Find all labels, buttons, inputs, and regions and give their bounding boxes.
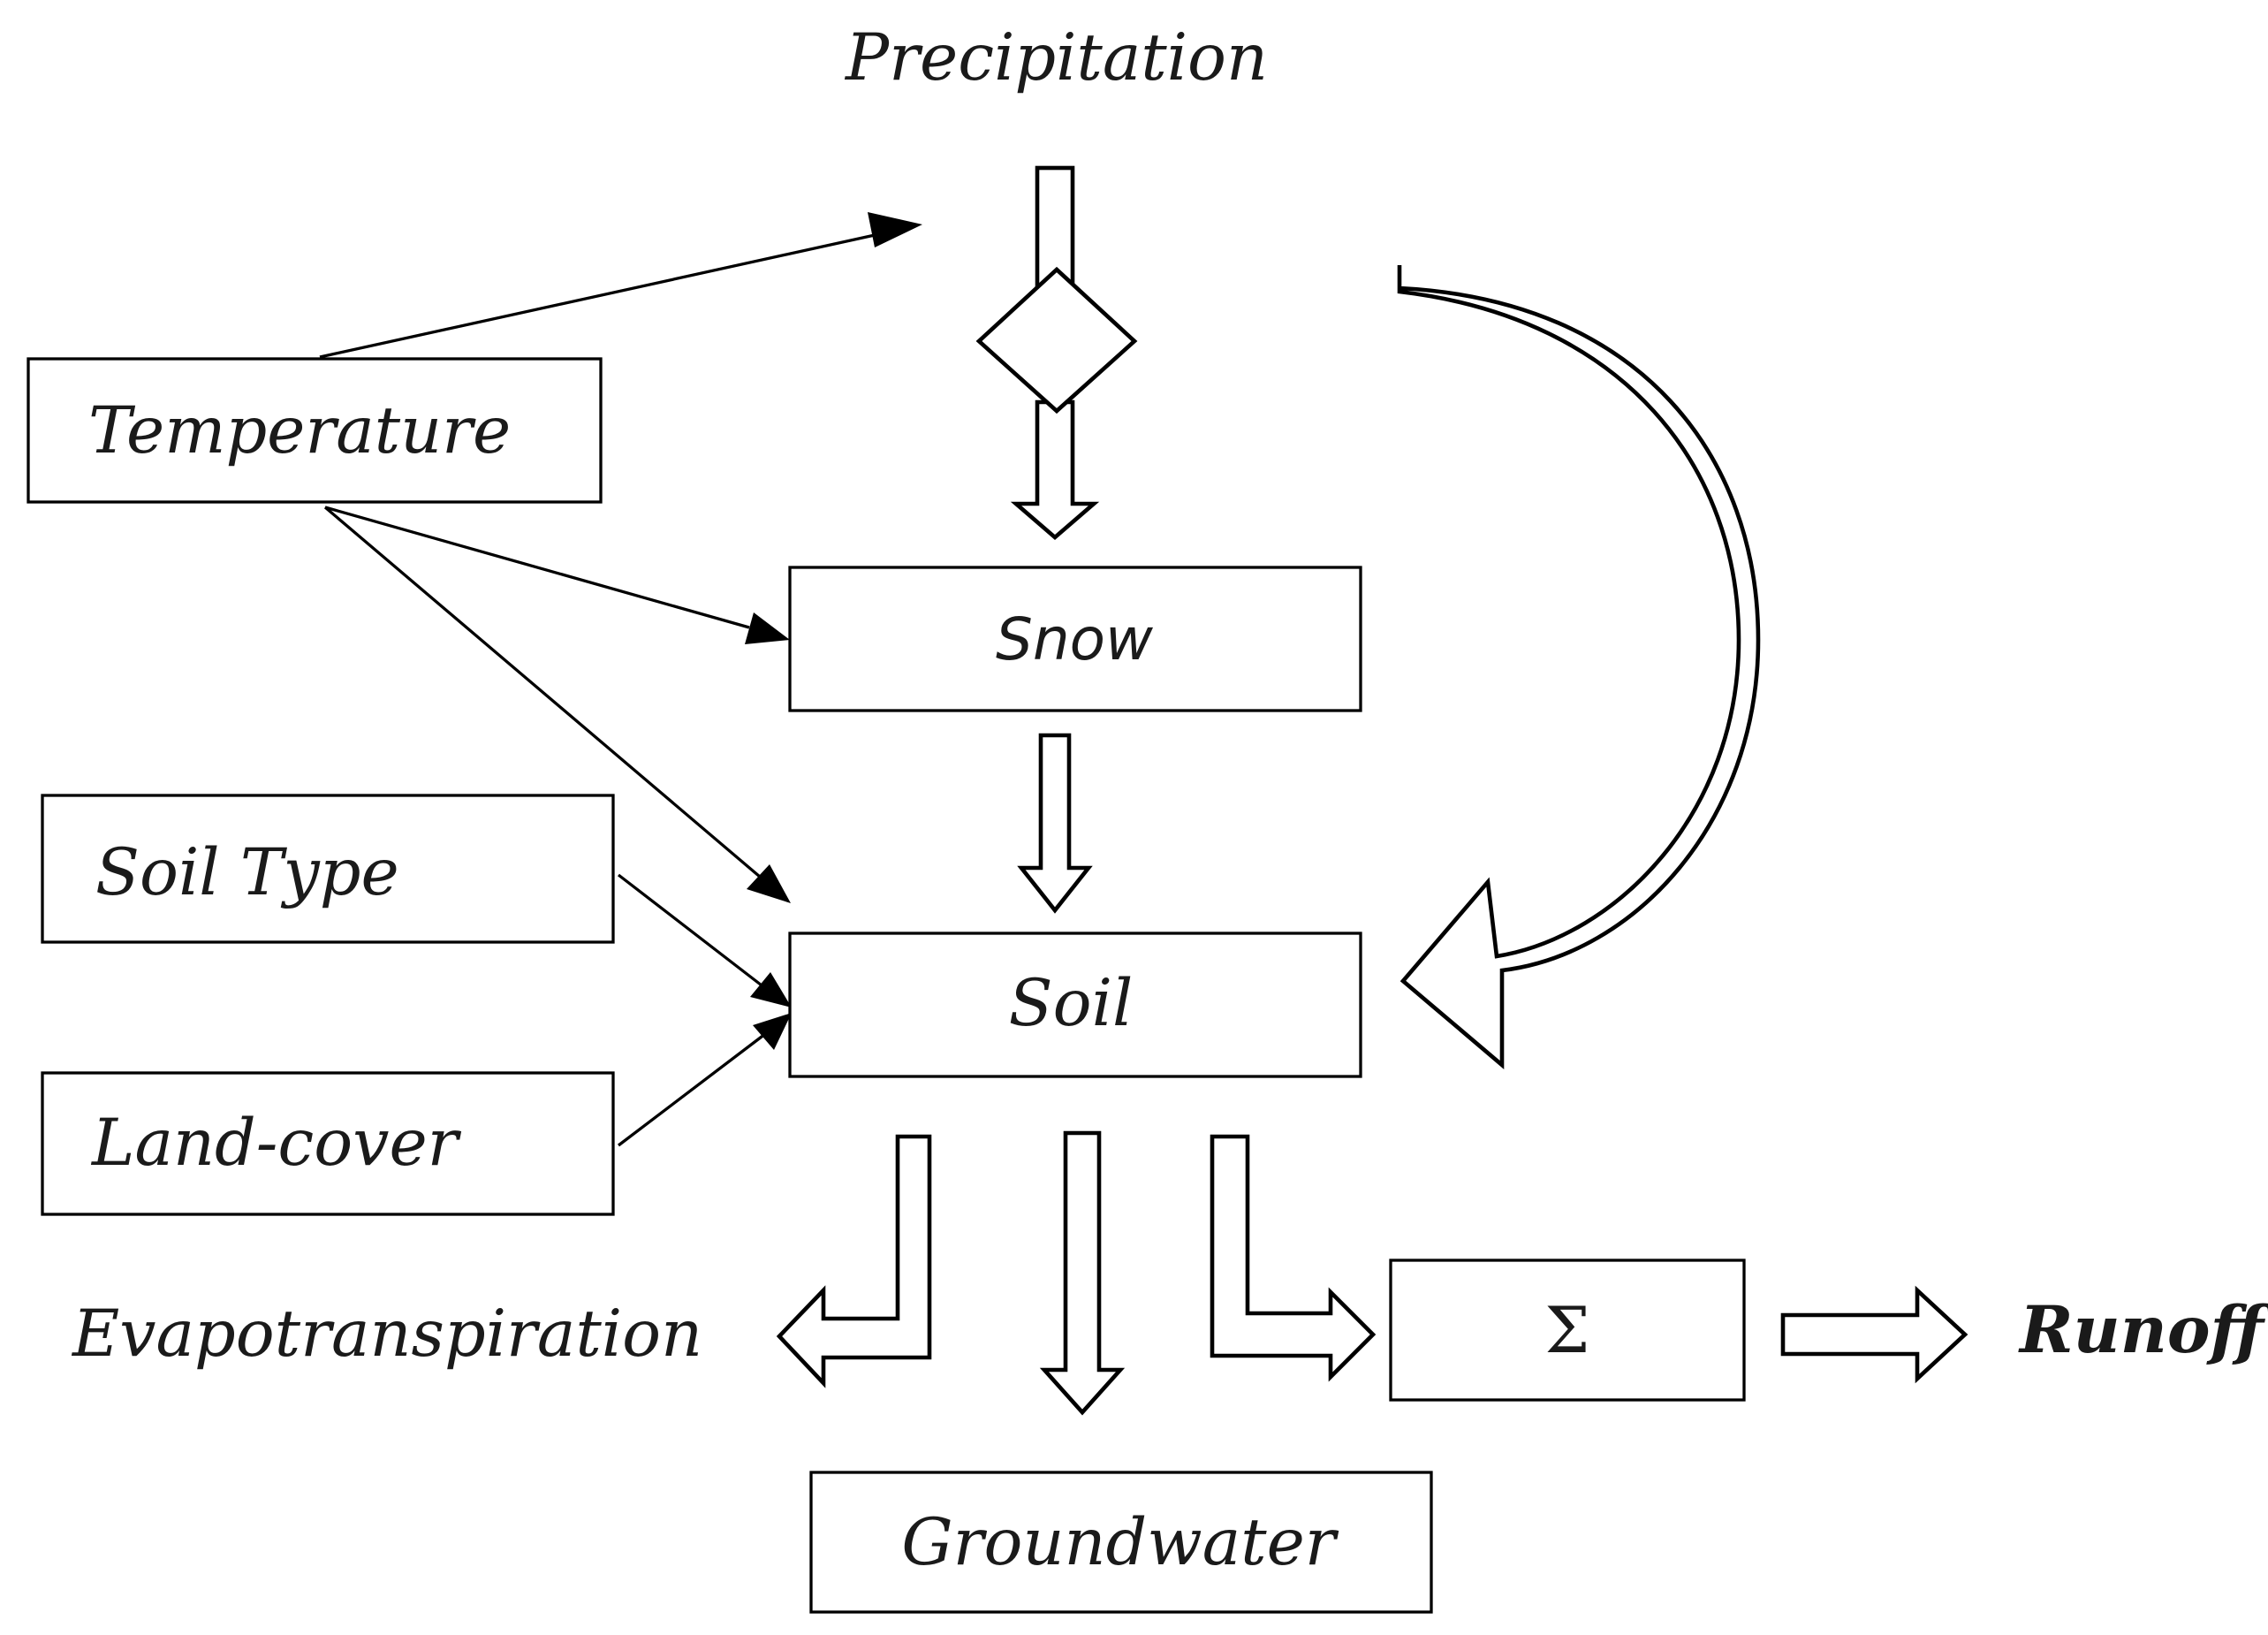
node-labels: Precipitation Temperature Snow Soil Type… [71, 20, 2268, 1580]
flow-arrows [776, 165, 1968, 1416]
arrow-soiltype-to-soil [617, 873, 767, 990]
influence-arrows [319, 212, 922, 1147]
runoff-label: Runoff [2018, 1292, 2268, 1368]
arrowhead-soiltype-to-soil [750, 972, 792, 1008]
sum-label: Σ [1545, 1293, 1590, 1367]
soil-type-label: Soil Type [95, 835, 399, 910]
arrow-temperature-to-soil [323, 506, 762, 878]
temperature-box [27, 357, 603, 504]
arrowhead-temperature-to-precipitation [868, 212, 922, 247]
groundwater-box [809, 1471, 1433, 1614]
soil-type-box [41, 794, 615, 944]
arrow-soil-to-evapotranspiration [776, 1134, 932, 1388]
groundwater-label: Groundwater [901, 1505, 1339, 1580]
snow-box [788, 566, 1362, 712]
precipitation-label: Precipitation [844, 20, 1268, 95]
arrowhead-landcover-to-soil [753, 1013, 792, 1050]
arrow-diamond-to-snow [1010, 399, 1100, 541]
evapotranspiration-label: Evapotranspiration [71, 1297, 702, 1372]
arrowhead-temperature-to-soil [747, 864, 791, 903]
node-boxes [27, 357, 1746, 1614]
soil-label: Soil [1009, 966, 1134, 1041]
sum-box [1389, 1259, 1746, 1402]
arrow-temperature-to-snow [324, 506, 750, 629]
arrow-sum-to-runoff [1780, 1285, 1968, 1384]
snow-label: Snow [996, 605, 1154, 673]
arrow-landcover-to-soil [618, 1032, 766, 1147]
land-cover-label: Land-cover [90, 1106, 462, 1181]
land-cover-box [41, 1071, 615, 1216]
temperature-label: Temperature [88, 393, 511, 468]
arrow-soil-to-sum [1210, 1134, 1377, 1382]
arrow-snow-to-soil [1017, 733, 1093, 914]
arrow-precipitation-curve-to-soil [1397, 265, 1761, 1069]
arrow-temperature-to-precipitation [319, 233, 876, 359]
arrowhead-temperature-to-snow [745, 612, 790, 644]
soil-box [788, 932, 1362, 1078]
arrow-soil-to-groundwater [1039, 1130, 1126, 1416]
decision-diamond [975, 266, 1138, 414]
